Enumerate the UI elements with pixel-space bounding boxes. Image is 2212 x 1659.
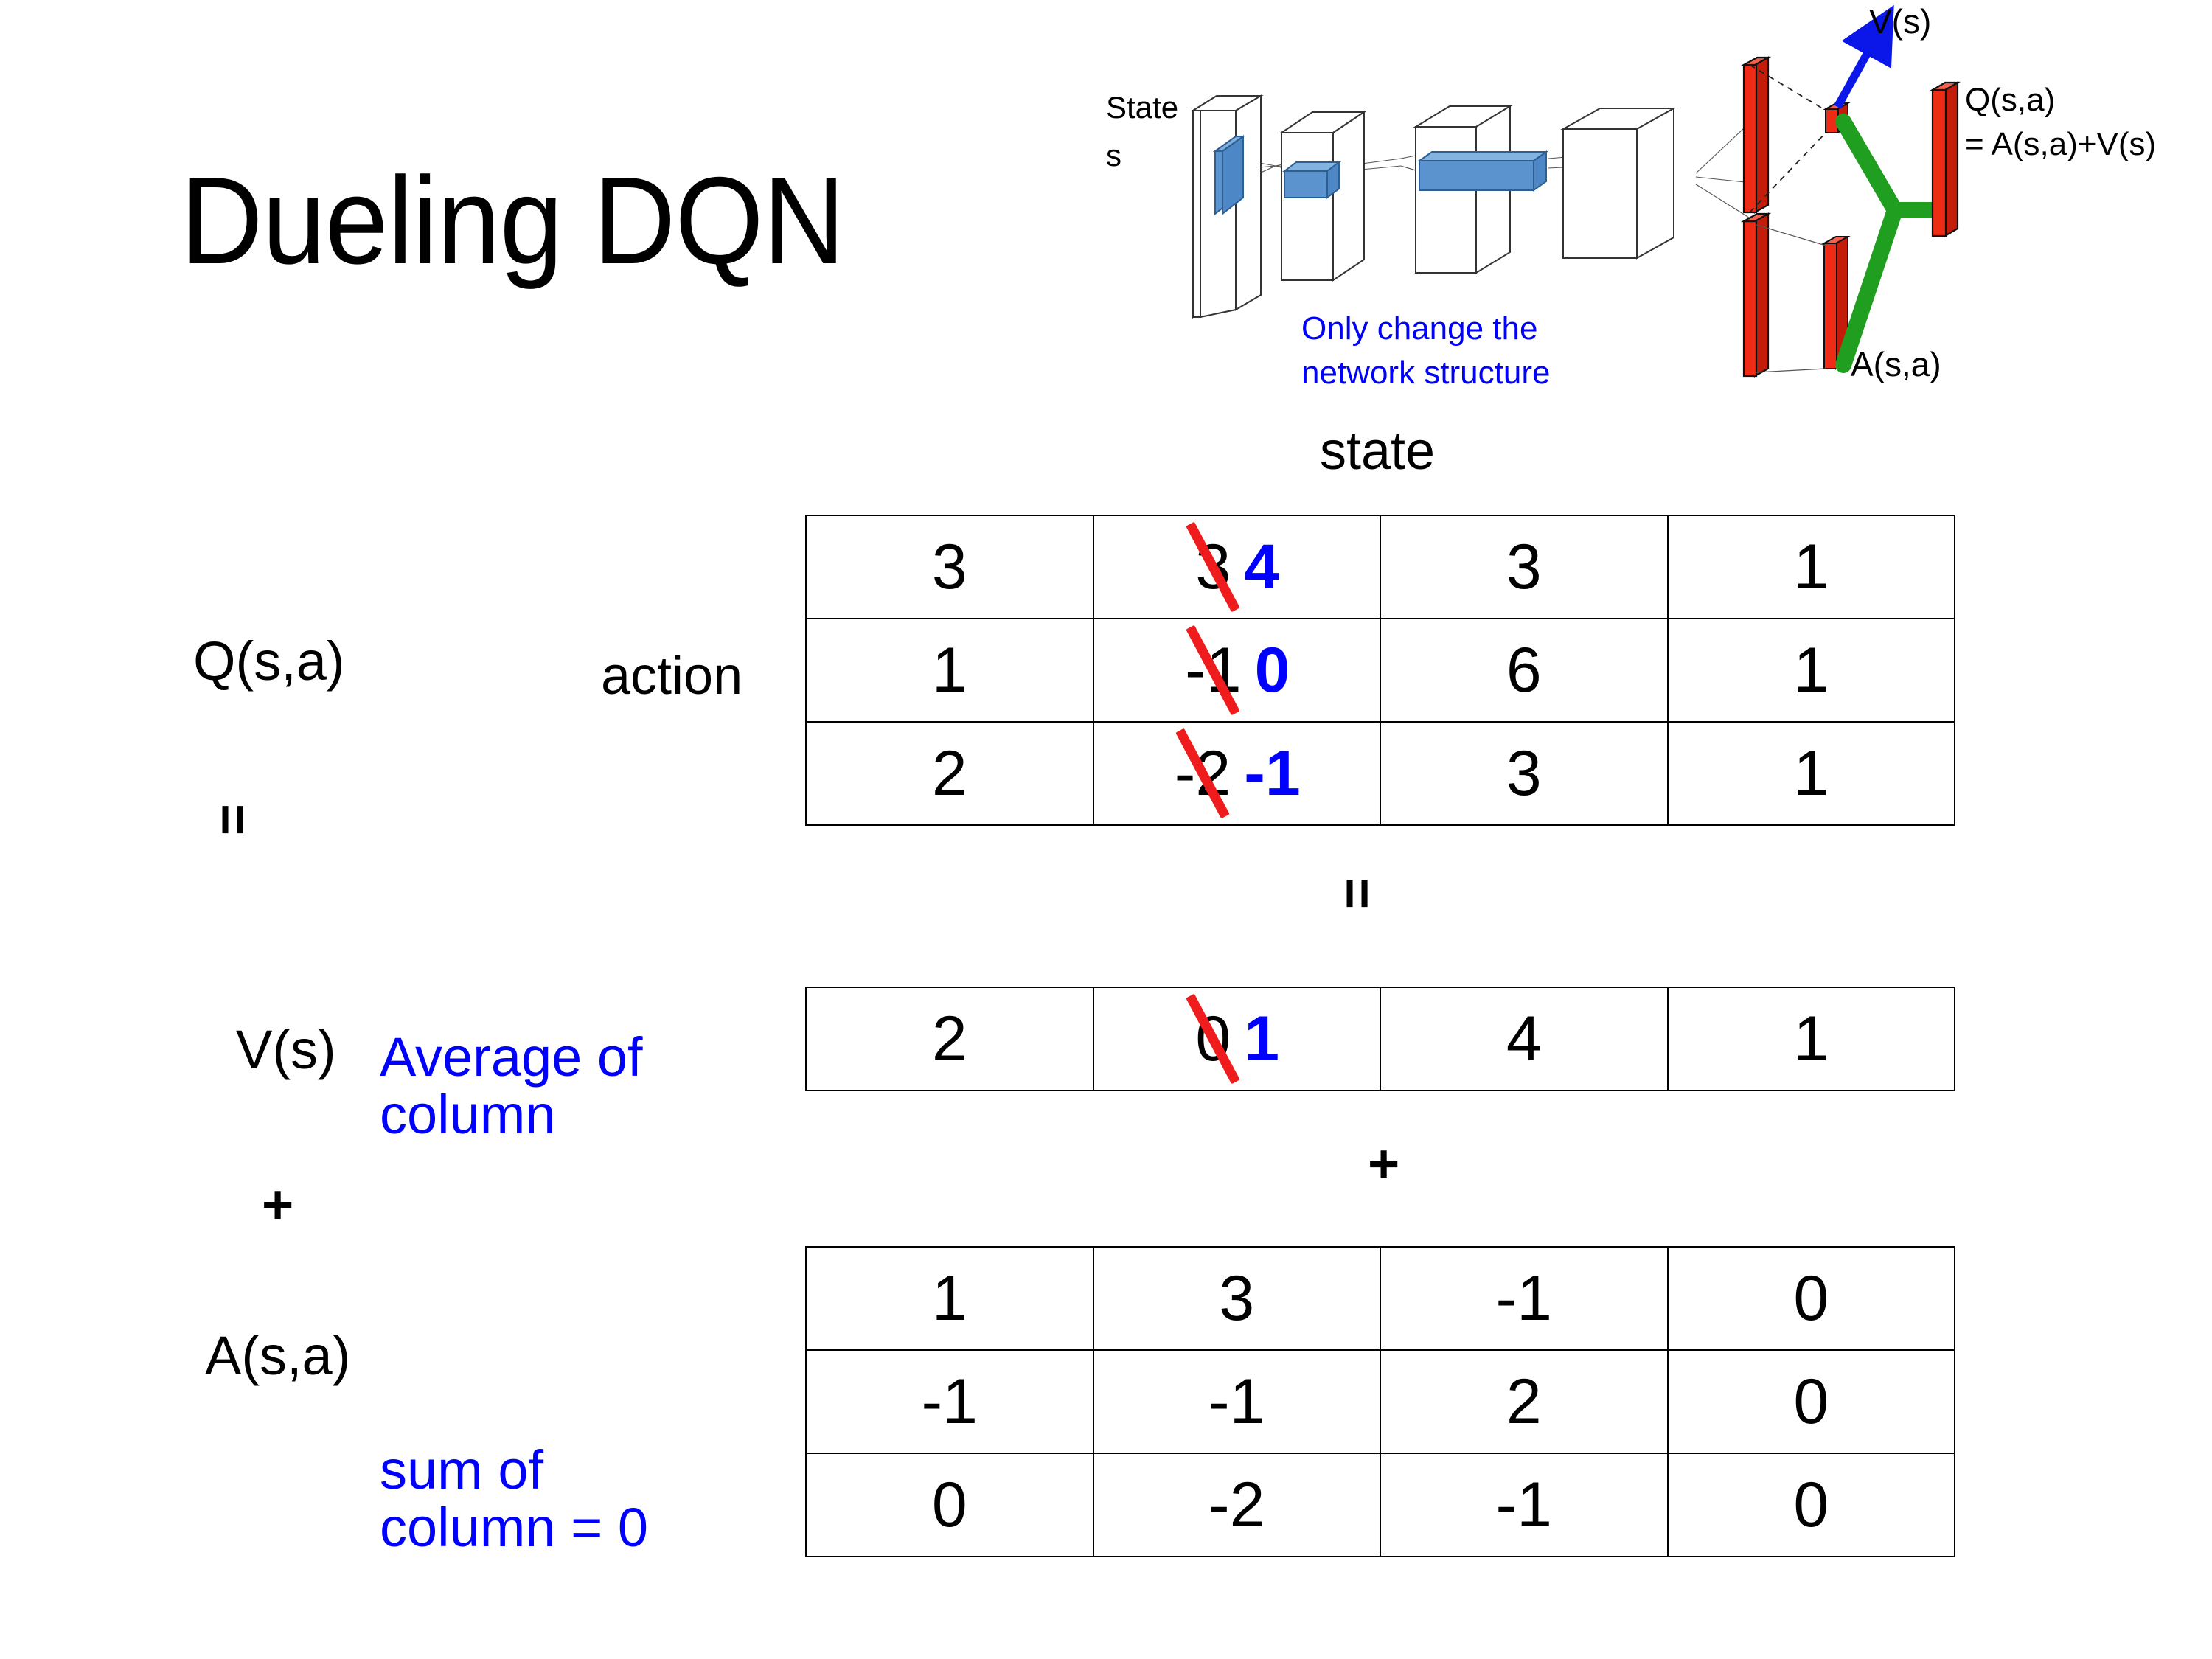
page-title: Dueling DQN <box>181 151 845 290</box>
cell-value: 0 <box>1793 1366 1829 1437</box>
table-cell: 1 <box>805 618 1094 723</box>
cell-value: -1 <box>1495 1469 1552 1540</box>
table-cell: -2-1 <box>1092 721 1381 826</box>
cell-value: -1 <box>1495 1262 1552 1334</box>
cell-value: 1 <box>1793 737 1829 809</box>
cell-value: 3 <box>1506 737 1542 809</box>
table-cell: 6 <box>1380 618 1669 723</box>
cell-value: 1 <box>931 634 967 706</box>
table-cell: 2 <box>805 987 1094 1091</box>
plus-sign-mid: + <box>1368 1133 1400 1194</box>
cell-value: 0 <box>1793 1262 1829 1334</box>
diagram-state-label: State <box>1106 90 1178 125</box>
equals-sign-mid: = <box>1327 877 1388 910</box>
struck-old-value: 3 <box>1195 531 1231 602</box>
table-cell: -2 <box>1092 1453 1381 1557</box>
cell-value: 1 <box>1793 634 1829 706</box>
cell-value: 2 <box>931 737 967 809</box>
cell-value: 3 <box>931 531 967 602</box>
table-cell: 1 <box>1666 618 1955 723</box>
table-cell: 1 <box>805 1246 1094 1351</box>
diagram-v-label: V(s) <box>1869 2 1931 41</box>
diagram-q-label-line2: = A(s,a)+V(s) <box>1965 126 2156 162</box>
corrected-value: 1 <box>1244 1003 1280 1074</box>
cell-value: -1 <box>1208 1366 1265 1437</box>
cell-value: -1 <box>921 1366 978 1437</box>
diagram-note-line2: network structure <box>1301 355 1550 391</box>
table-cell: 1 <box>1666 515 1955 619</box>
v-matrix-label: V(s) <box>236 1019 336 1080</box>
table-row: 1 3 -1 0 <box>805 1246 1955 1351</box>
table-cell: -1 <box>1380 1246 1669 1351</box>
cell-value: 4 <box>1506 1003 1542 1074</box>
corrected-value: -1 <box>1244 737 1301 809</box>
diagram-note-line1: Only change the <box>1301 310 1537 347</box>
table-row: 0 -2 -1 0 <box>805 1453 1955 1557</box>
cell-value: -2 <box>1208 1469 1265 1540</box>
equals-sign-left: = <box>203 804 264 836</box>
table-cell: 0 <box>1666 1246 1955 1351</box>
sum-of-column-note: sum of column = 0 <box>380 1441 648 1556</box>
table-cell: 3 <box>1092 1246 1381 1351</box>
table-cell: 0 <box>1666 1453 1955 1557</box>
struck-old-value: -2 <box>1174 737 1231 809</box>
action-axis-label: action <box>601 647 743 706</box>
avg-note-line2: column <box>380 1083 556 1145</box>
table-cell: 2 <box>1380 1349 1669 1454</box>
struck-old-value: -1 <box>1185 634 1242 706</box>
table-cell: -1 <box>805 1349 1094 1454</box>
sum-note-line2: column = 0 <box>380 1496 649 1558</box>
average-of-column-note: Average of column <box>380 1029 643 1143</box>
cell-value: 0 <box>1793 1469 1829 1540</box>
corrected-value: 0 <box>1254 634 1290 706</box>
diagram-a-label: A(s,a) <box>1851 345 1941 383</box>
table-cell: 3 <box>1380 721 1669 826</box>
table-cell: 3 <box>1380 515 1669 619</box>
table-cell: -1 <box>1380 1453 1669 1557</box>
state-axis-label: state <box>1320 422 1436 481</box>
dueling-network-diagram: State s Only change the network structur… <box>1091 0 2212 420</box>
table-cell: 0 <box>805 1453 1094 1557</box>
table-cell: 3 <box>805 515 1094 619</box>
cell-value: 6 <box>1506 634 1542 706</box>
table-row: -1 -1 2 0 <box>805 1349 1955 1454</box>
sum-note-line1: sum of <box>380 1439 544 1500</box>
a-matrix-label: A(s,a) <box>205 1325 351 1386</box>
q-matrix-label: Q(s,a) <box>193 630 345 692</box>
diagram-state-sub: s <box>1106 138 1121 173</box>
cell-value: 1 <box>1793 531 1829 602</box>
cell-value: 1 <box>931 1262 967 1334</box>
table-cell: 1 <box>1666 987 1955 1091</box>
table-cell: -1 <box>1092 1349 1381 1454</box>
diagram-q-label-line1: Q(s,a) <box>1965 82 2055 118</box>
a-value-table: 1 3 -1 0 -1 -1 2 0 0 -2 -1 0 <box>805 1246 1955 1557</box>
cell-value: 2 <box>1506 1366 1542 1437</box>
corrected-value: 4 <box>1244 531 1280 602</box>
cell-value: 1 <box>1793 1003 1829 1074</box>
cell-value: 2 <box>931 1003 967 1074</box>
avg-note-line1: Average of <box>380 1026 643 1088</box>
table-cell: 4 <box>1380 987 1669 1091</box>
table-row: 2 -2-1 3 1 <box>805 721 1955 826</box>
struck-old-value: 0 <box>1195 1003 1231 1074</box>
table-cell: 1 <box>1666 721 1955 826</box>
table-cell: 2 <box>805 721 1094 826</box>
cell-value: 0 <box>931 1469 967 1540</box>
cell-value: 3 <box>1219 1262 1255 1334</box>
cell-value: 3 <box>1506 531 1542 602</box>
table-cell: 0 <box>1666 1349 1955 1454</box>
plus-sign-left: + <box>262 1174 294 1235</box>
